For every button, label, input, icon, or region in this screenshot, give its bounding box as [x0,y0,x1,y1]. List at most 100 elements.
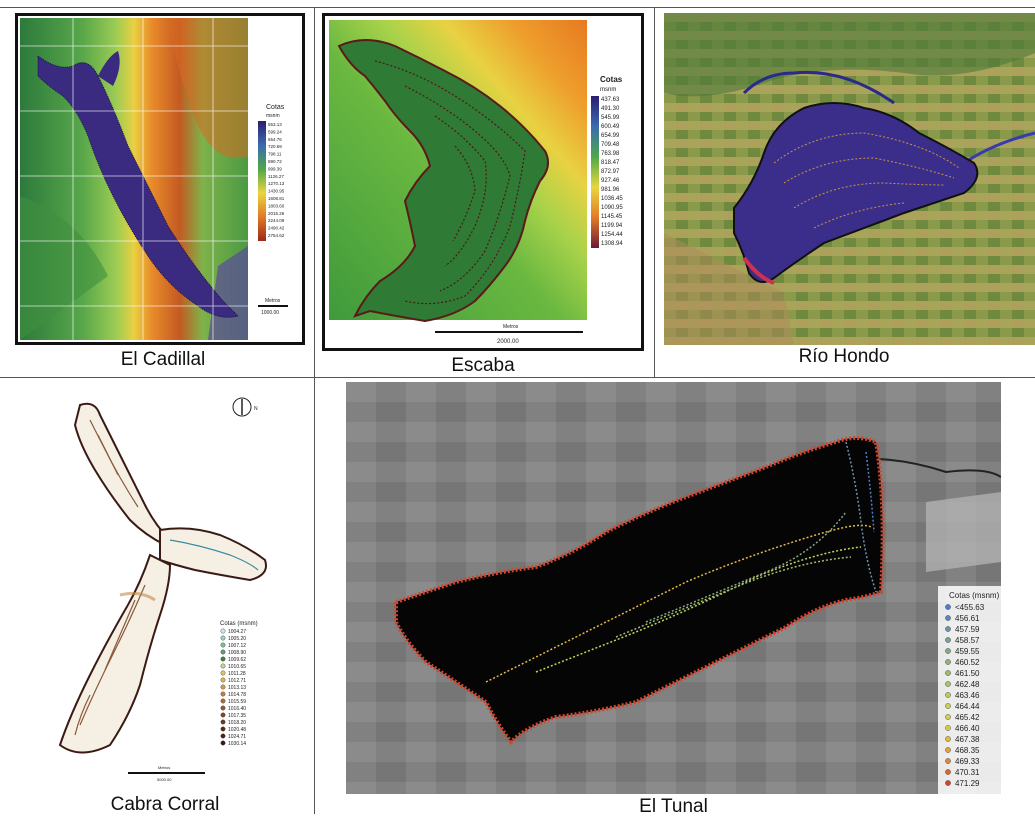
cabra-corral-south-arm [58,553,172,754]
escaba-legend-value: 600.49 [601,124,620,130]
cadillal-legend-value: 654.76 [268,137,282,142]
cabra-legend-value: 1010.65 [228,664,246,670]
cabra-legend-swatch [220,635,226,641]
cabra-legend-value: 1018.20 [228,720,246,726]
tunal-legend-swatch [945,736,951,742]
cadillal-legend-value: 553.13 [268,122,282,127]
tunal-legend-swatch [945,604,951,610]
cabra-legend-value: 1009.62 [228,657,246,663]
cadillal-legend-title: Cotas [266,104,285,111]
caption-el-tunal: El Tunal [639,796,708,817]
tunal-legend-value: 470.31 [955,768,980,777]
tunal-legend-value: 458.57 [955,636,980,645]
cabra-legend-value: 1020.48 [228,727,246,733]
cadillal-legend-value: 2490.42 [268,226,285,231]
tunal-legend-value: 457.59 [955,625,980,634]
tunal-legend-swatch [945,659,951,665]
cabra-legend-swatch [220,712,226,718]
north-arrow-icon [232,397,252,417]
cadillal-legend-unit: msnm [266,113,280,119]
escaba-legend-value: 981.96 [601,187,620,193]
escaba-legend-value: 1145.45 [601,214,623,220]
escaba-legend-unit: msnm [600,87,616,93]
tunal-legend-swatch [945,714,951,720]
tunal-legend-value: 456.61 [955,614,980,623]
cabra-legend-swatch [220,649,226,655]
frame-top [0,7,1035,8]
cabra-corral-north-arm [73,402,172,547]
cadillal-legend-value: 1126.27 [268,174,284,179]
tunal-legend-swatch [945,692,951,698]
cabra-legend-swatch [220,719,226,725]
escaba-legend-value: 927.46 [601,178,620,184]
cabra-scale-label: Metros [158,765,170,770]
cadillal-legend-value: 720.69 [268,144,282,149]
cabra-legend-swatch [220,628,226,634]
cabra-legend-value: 1011.28 [228,671,246,677]
escaba-elevation-map: Cotas msnm 437.63491.30545.99600.49654.9… [325,16,641,348]
tunal-legend-swatch [945,626,951,632]
cadillal-legend-value: 1270.13 [268,181,285,186]
tunal-legend-value: 460.52 [955,658,980,667]
tunal-legend-swatch [945,681,951,687]
escaba-reservoir [337,39,550,323]
caption-escaba: Escaba [451,355,515,376]
panel-rio-hondo [664,13,1035,345]
caption-cabra-corral: Cabra Corral [110,794,220,815]
caption-rio-hondo: Río Hondo [798,346,890,367]
escaba-legend-value: 654.99 [601,133,620,139]
cabra-legend-swatch [220,663,226,669]
cabra-legend-value: 1015.59 [228,699,246,705]
tunal-legend-value: 468.35 [955,746,980,755]
tunal-legend-value: 471.29 [955,779,980,788]
tunal-legend-swatch [945,615,951,621]
cabra-legend-value: 1005.20 [228,636,246,642]
cabra-legend-swatch [220,705,226,711]
tunal-legend-swatch [945,670,951,676]
cadillal-legend-value: 999.39 [268,166,282,171]
cadillal-legend-value: 2754.62 [268,233,285,238]
cadillal-legend-value: 890.72 [268,159,282,164]
el-tunal-reservoir [394,436,885,746]
cabra-legend-value: 1013.13 [228,685,246,691]
escaba-legend-value: 763.98 [601,151,620,157]
tunal-legend-value: 469.33 [955,757,980,766]
tunal-legend-value: 462.48 [955,680,980,689]
cabra-legend-swatch [220,684,226,690]
cabra-legend-swatch [220,670,226,676]
tunal-legend-swatch [945,758,951,764]
cabra-legend-value: 1008.90 [228,650,246,656]
cadillal-legend-value: 1430.95 [268,189,285,194]
cabra-legend-swatch [220,740,226,746]
tunal-legend-value: <455.63 [955,603,985,612]
cadillal-scale-label: Metros [265,298,281,304]
tunal-legend-title: Cotas (msnm) [949,591,1000,600]
escaba-legend-title: Cotas [600,75,623,84]
escaba-legend-value: 1199.94 [601,223,623,229]
tunal-legend-swatch [945,648,951,654]
cadillal-legend-colorbar [258,121,266,241]
frame-divider-v1 [314,7,315,814]
panel-el-cadillal: Cotas msnm 553.13 599.24 654.76 720.69 798.1… [15,13,305,345]
frame-divider-horizontal [0,377,1035,378]
cadillal-elevation-map: Cotas msnm 553.13 599.24 654.76 720.69 798.1… [18,16,302,342]
cadillal-legend-value: 1803.60 [268,203,285,208]
tunal-legend-value: 461.50 [955,669,980,678]
escaba-scale-value: 2000.00 [497,339,519,345]
escaba-legend-colorbar [591,96,599,248]
escaba-legend-value: 1308.94 [601,241,623,247]
cadillal-legend-value: 599.24 [268,129,282,134]
cabra-legend-value: 1024.71 [228,734,246,740]
tunal-legend-value: 459.55 [955,647,980,656]
cadillal-legend-value: 1608.81 [268,196,285,201]
escaba-scale-label: Metros [503,324,519,330]
rio-hondo-satellite-map [664,13,1035,345]
tunal-legend-swatch [945,769,951,775]
tunal-legend-value: 464.44 [955,702,980,711]
cabra-legend-title: Cotas (msnm) [220,621,258,627]
cabra-corral-east-arm [159,527,267,582]
tunal-legend-value: 463.46 [955,691,980,700]
cadillal-legend-value: 798.11 [268,152,282,157]
